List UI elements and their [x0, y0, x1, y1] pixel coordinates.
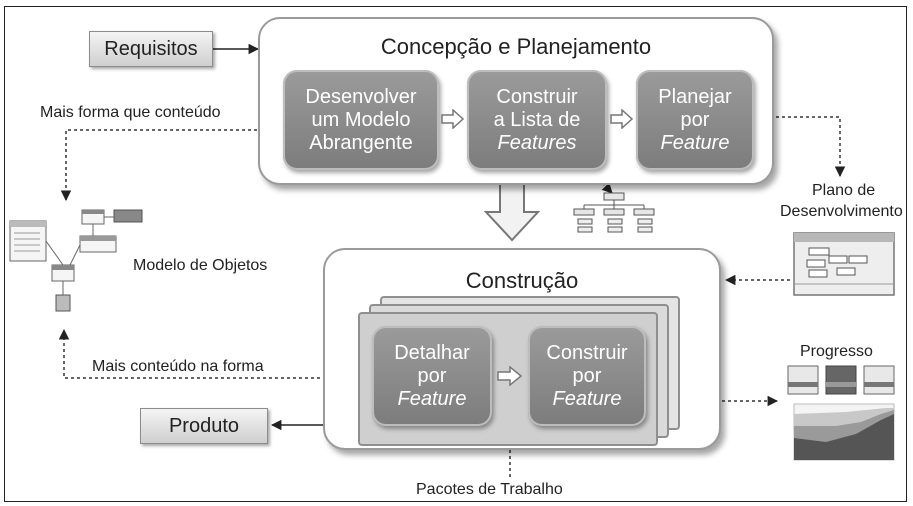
- plano-label-line-2: Desenvolvimento: [780, 203, 903, 220]
- develop-model-line-2: um Modelo: [311, 108, 411, 131]
- detail-line-3: Feature: [397, 387, 467, 410]
- content-dotted-link: [58, 328, 380, 379]
- develop-model-line-1: Desenvolver: [305, 85, 417, 108]
- build-by-feature-step: Construir por Feature: [528, 326, 646, 426]
- detail-by-feature-step: Detalhar por Feature: [372, 326, 492, 426]
- requisitos-label: Requisitos: [104, 37, 198, 60]
- feature-list-link: [589, 169, 613, 194]
- class-diagram-icon: [9, 209, 143, 312]
- build-line-2: por: [572, 364, 602, 387]
- construction-phase-title: Construção: [465, 268, 579, 293]
- step-arrow-icon: [610, 109, 634, 129]
- phase-down-arrow: [483, 182, 541, 242]
- progresso-label: Progresso: [800, 343, 873, 360]
- develop-model-step: Desenvolver um Modelo Abrangente: [283, 70, 439, 170]
- build-list-line-2: a Lista de: [493, 108, 581, 131]
- detail-line-1: Detalhar: [394, 341, 470, 364]
- planning-phase-title: Concepção e Planejamento: [380, 34, 652, 59]
- plano-label-line-1: Plano de: [812, 182, 876, 199]
- detail-line-2: por: [417, 364, 447, 387]
- plan-dotted-link: [752, 116, 846, 178]
- produto-box: Produto: [140, 408, 268, 444]
- produto-label: Produto: [168, 414, 240, 437]
- gantt-plan-icon: [793, 232, 895, 296]
- progress-charts-icon: [787, 365, 895, 461]
- model-dotted-link: [60, 129, 287, 202]
- planning-phase-panel: Concepção e Planejamento Desenvolver um …: [258, 17, 774, 185]
- build-list-line-1: Construir: [496, 85, 578, 108]
- build-feature-list-step: Construir a Lista de Features: [467, 70, 607, 170]
- build-list-line-3: Features: [497, 131, 577, 154]
- develop-model-line-3: Abrangente: [309, 131, 413, 154]
- plan-line-1: Planejar: [658, 85, 732, 108]
- pacotes-label: Pacotes de Trabalho: [416, 481, 563, 498]
- step-arrow-icon: [497, 366, 523, 386]
- plan-by-feature-step: Planejar por Feature: [636, 70, 754, 170]
- plan-line-3: Feature: [660, 131, 730, 154]
- requisitos-box: Requisitos: [89, 31, 213, 67]
- construction-phase-panel: Construção Detalhar por Feature Construi…: [323, 248, 721, 450]
- modelo-objetos-label: Modelo de Objetos: [133, 257, 268, 274]
- step-arrow-icon: [441, 109, 465, 129]
- diagram-frame: [4, 6, 907, 502]
- mais-forma-label: Mais forma que conteúdo: [40, 104, 221, 121]
- plan-line-2: por: [680, 108, 710, 131]
- mais-conteudo-label: Mais conteúdo na forma: [92, 358, 264, 375]
- build-line-1: Construir: [546, 341, 628, 364]
- feature-tree-icon: [573, 192, 655, 233]
- build-line-3: Feature: [552, 387, 622, 410]
